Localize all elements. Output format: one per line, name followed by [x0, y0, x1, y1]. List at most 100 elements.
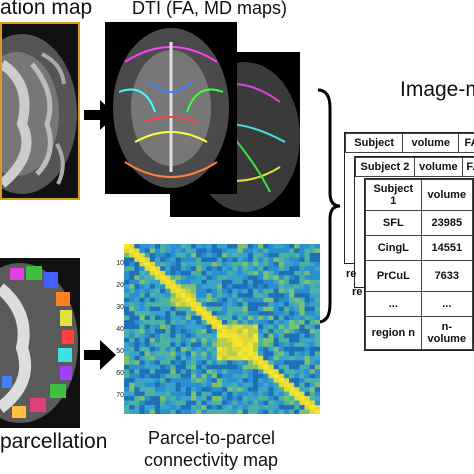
matrix-cell [124, 346, 130, 352]
matrix-cell [211, 333, 218, 339]
matrix-cell [216, 409, 223, 414]
matrix-cell [314, 279, 320, 285]
matrix-cell [304, 378, 310, 383]
matrix-cell [237, 311, 243, 316]
matrix-cell [283, 311, 290, 316]
matrix-cell [129, 409, 135, 414]
matrix-cell [268, 302, 274, 307]
matrix-cell [134, 373, 140, 379]
matrix-y-tick: 40 [116, 326, 124, 333]
matrix-cell [314, 382, 320, 388]
matrix-cell [139, 369, 145, 375]
matrix-cell [289, 315, 295, 321]
matrix-cell [304, 405, 310, 410]
matrix-cell [134, 329, 140, 334]
matrix-cell [227, 284, 233, 290]
matrix-cell [160, 279, 166, 285]
matrix-cell [165, 315, 171, 321]
matrix-cell [227, 244, 233, 249]
matrix-cell [170, 306, 176, 312]
matrix-cell [201, 275, 207, 281]
matrix-cell [294, 360, 300, 366]
matrix-cell [144, 297, 151, 303]
matrix-cell [211, 311, 218, 316]
matrix-cell [175, 279, 182, 285]
matrix-cell [252, 364, 259, 370]
matrix-cell [154, 284, 161, 290]
matrix-cell [139, 297, 145, 303]
matrix-cell [160, 333, 166, 339]
matrix-cell [185, 333, 192, 339]
matrix-cell [278, 311, 285, 316]
matrix-cell [196, 387, 202, 392]
matrix-cell [139, 337, 145, 343]
matrix-cell [139, 315, 145, 321]
matrix-cell [149, 369, 156, 375]
matrix-cell [309, 342, 316, 348]
matrix-cell [124, 396, 130, 401]
matrix-cell [273, 288, 280, 294]
matrix-cell [294, 248, 300, 254]
matrix-cell [160, 248, 166, 254]
matrix-cell [227, 329, 233, 334]
matrix-cell [314, 360, 320, 366]
matrix-cell [191, 364, 197, 370]
matrix-cell [252, 333, 259, 339]
matrix-cell [247, 355, 254, 361]
matrix-cell [263, 261, 269, 267]
matrix-cell [201, 382, 207, 388]
matrix-cell [242, 270, 249, 276]
matrix-cell [160, 270, 166, 276]
matrix-cell [304, 333, 310, 339]
matrix-cell [289, 257, 295, 263]
matrix-cell [170, 244, 176, 249]
matrix-cell [304, 391, 310, 397]
matrix-cell [299, 333, 305, 339]
matrix-cell [258, 329, 264, 334]
matrix-cell [149, 261, 156, 267]
matrix-cell [222, 302, 228, 307]
matrix-cell [206, 405, 212, 410]
matrix-cell [144, 405, 151, 410]
matrix-cell [304, 266, 310, 272]
matrix-cell [237, 400, 243, 406]
matrix-cell [232, 355, 238, 361]
matrix-cell [252, 279, 259, 285]
matrix-cell [299, 248, 305, 254]
matrix-cell [134, 391, 140, 397]
matrix-cell [222, 387, 228, 392]
matrix-cell [314, 387, 320, 392]
matrix-cell [180, 315, 187, 321]
table-header-cell: Subject 1 [365, 179, 422, 211]
matrix-cell [180, 373, 187, 379]
matrix-cell [283, 378, 290, 383]
matrix-cell [144, 293, 151, 298]
matrix-cell [139, 324, 145, 330]
matrix-cell [170, 364, 176, 370]
matrix-cell [252, 275, 259, 281]
matrix-cell [149, 405, 156, 410]
matrix-cell [283, 351, 290, 357]
matrix-cell [278, 288, 285, 294]
matrix-cell [299, 337, 305, 343]
matrix-cell [185, 302, 192, 307]
matrix-cell [180, 342, 187, 348]
dti-image-front [105, 22, 237, 194]
matrix-cell [294, 257, 300, 263]
matrix-cell [149, 364, 156, 370]
parcellation-image [0, 258, 80, 428]
matrix-cell [247, 405, 254, 410]
matrix-cell [170, 297, 176, 303]
matrix-cell [211, 279, 218, 285]
matrix-cell [314, 266, 320, 272]
matrix-cell [227, 342, 233, 348]
matrix-cell [211, 405, 218, 410]
matrix-cell [222, 333, 228, 339]
matrix-cell [211, 360, 218, 366]
matrix-cell [309, 360, 316, 366]
matrix-cell [165, 333, 171, 339]
matrix-cell [263, 346, 269, 352]
matrix-cell [175, 373, 182, 379]
matrix-cell [247, 306, 254, 312]
matrix-cell [201, 387, 207, 392]
